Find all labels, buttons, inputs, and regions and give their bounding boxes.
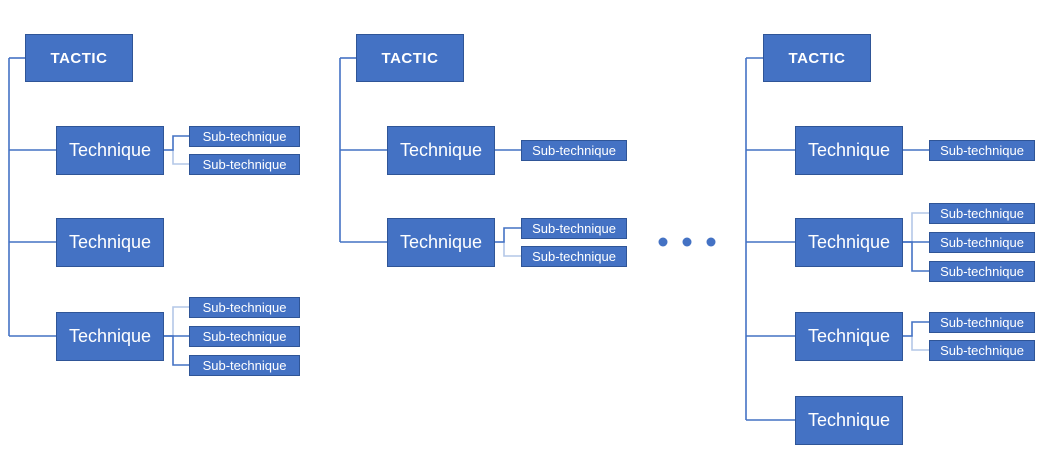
ellipsis-dot: [682, 237, 692, 247]
connector-line: [164, 306, 189, 337]
subtechnique-box: Sub-technique: [929, 311, 1035, 333]
technique-box: Technique: [795, 395, 903, 445]
subtechnique-box: Sub-technique: [929, 202, 1035, 224]
tactic-box: TACTIC: [763, 34, 871, 82]
subtechnique-box: Sub-technique: [929, 139, 1035, 161]
subtechnique-box: Sub-technique: [521, 139, 627, 161]
technique-box: Technique: [387, 217, 495, 267]
technique-box: Technique: [56, 311, 164, 361]
subtechnique-box: Sub-technique: [189, 296, 300, 318]
connector-line: [903, 241, 929, 272]
subtechnique-box: Sub-technique: [189, 354, 300, 376]
ellipsis-dot: [706, 237, 716, 247]
subtechnique-box: Sub-technique: [521, 217, 627, 239]
connector-line: [164, 135, 189, 151]
subtechnique-box: Sub-technique: [929, 339, 1035, 361]
connector-line: [164, 335, 189, 366]
technique-box: Technique: [56, 125, 164, 175]
subtechnique-box: Sub-technique: [929, 231, 1035, 253]
technique-box: Technique: [795, 311, 903, 361]
connector-line: [164, 149, 189, 165]
ellipsis-dot: [658, 237, 668, 247]
connector-line: [495, 241, 521, 257]
subtechnique-box: Sub-technique: [521, 245, 627, 267]
connector-line: [903, 212, 929, 243]
technique-box: Technique: [56, 217, 164, 267]
technique-box: Technique: [795, 217, 903, 267]
subtechnique-box: Sub-technique: [189, 125, 300, 147]
subtechnique-box: Sub-technique: [929, 260, 1035, 282]
tactic-box: TACTIC: [25, 34, 133, 82]
connector-line: [903, 335, 929, 351]
subtechnique-box: Sub-technique: [189, 153, 300, 175]
connector-line: [495, 227, 521, 243]
subtechnique-box: Sub-technique: [189, 325, 300, 347]
connector-line: [903, 321, 929, 337]
technique-box: Technique: [795, 125, 903, 175]
tactic-box: TACTIC: [356, 34, 464, 82]
technique-box: Technique: [387, 125, 495, 175]
